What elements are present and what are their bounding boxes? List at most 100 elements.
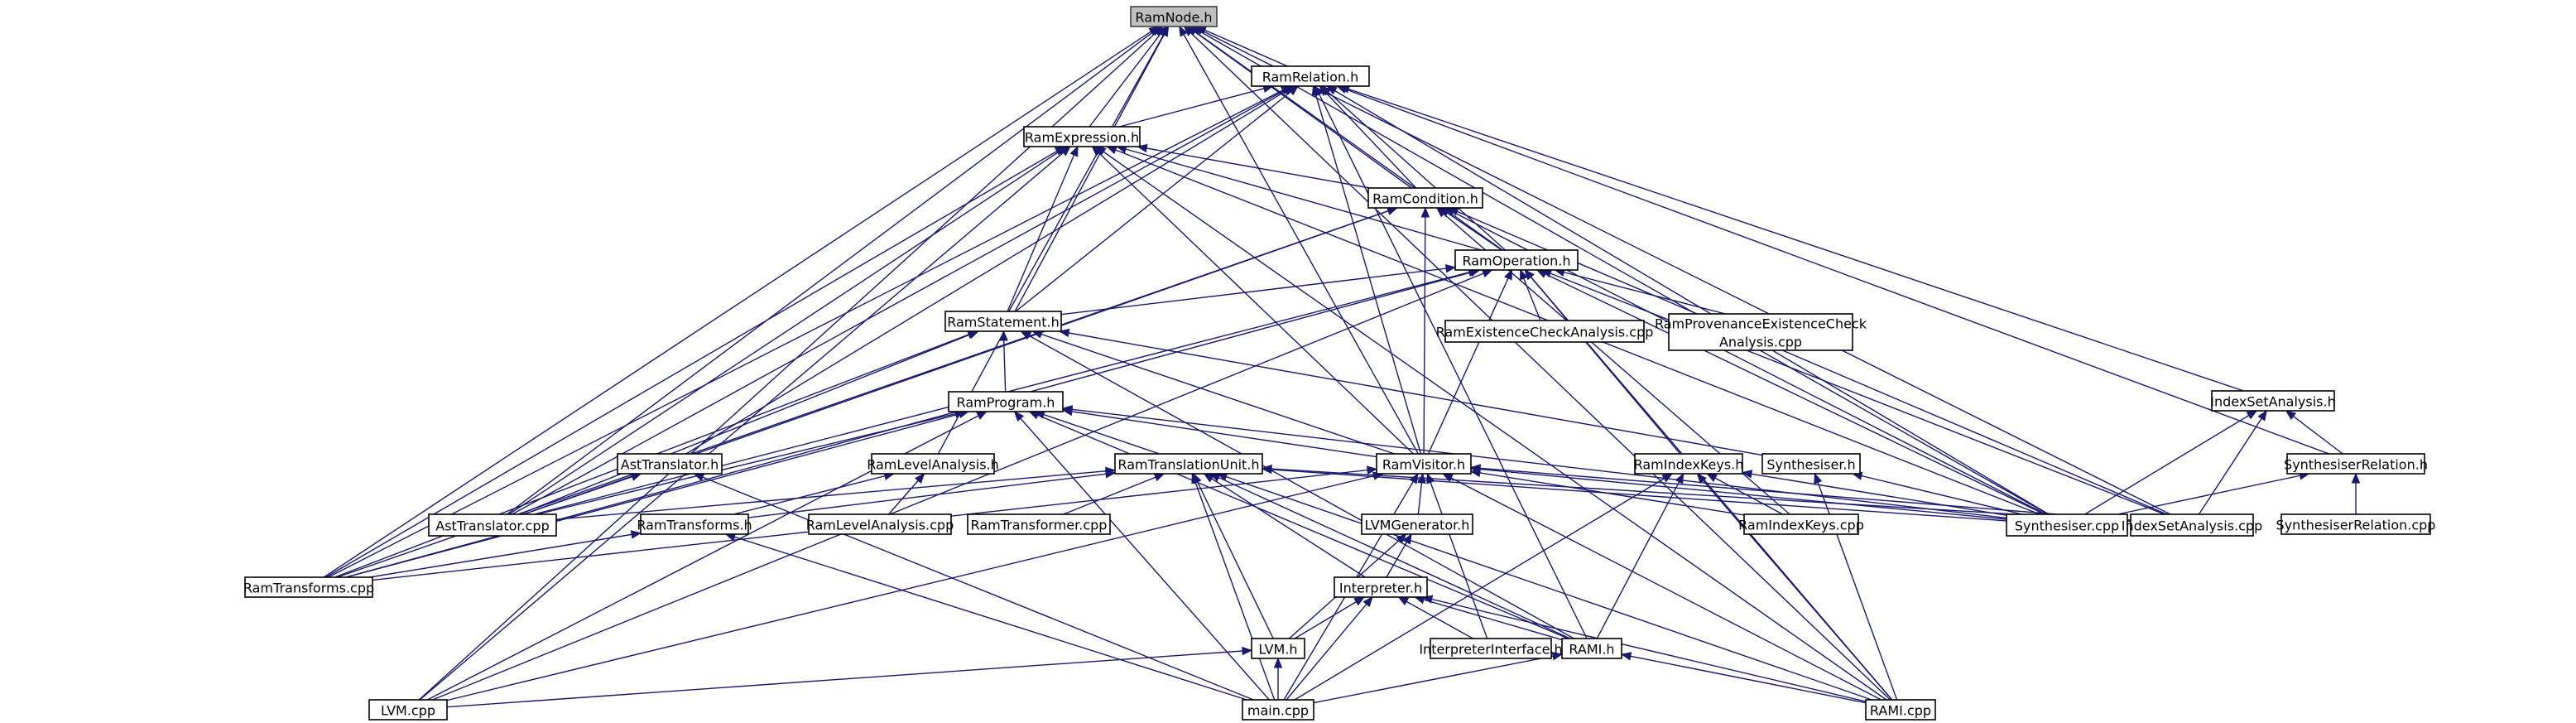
arrowhead-n31-to-n2: [1060, 146, 1071, 157]
edge-n31-to-n2: [419, 146, 1071, 701]
node-lvmgenerator-h[interactable]: LVMGenerator.h: [1361, 513, 1473, 535]
edge-n33-to-n13: [1442, 473, 1882, 701]
node-label-synthesiser-h: Synthesiser.h: [1766, 457, 1855, 473]
arrowhead-n32-to-n28: [1273, 657, 1283, 668]
edge-n30-to-n27: [1415, 596, 1563, 641]
node-box-ramtransforms-cpp: [244, 576, 373, 598]
node-box-synthesiser-cpp: [2006, 513, 2128, 537]
node-ramcondition-h[interactable]: RamCondition.h: [1367, 187, 1483, 209]
edge-n28-to-n12: [1193, 473, 1274, 639]
node-ramlevelanalysis-h[interactable]: RamLevelAnalysis.h: [867, 453, 999, 475]
node-box-synthesiserrelation-h: [2286, 453, 2425, 475]
node-ramlevelanalysis-cpp[interactable]: RamLevelAnalysis.cpp: [806, 513, 954, 535]
node-synthesiser-h[interactable]: Synthesiser.h: [1761, 453, 1861, 475]
node-ramtransforms-cpp[interactable]: RamTransforms.cpp: [243, 576, 374, 598]
node-indexsetanalysis-h[interactable]: IndexSetAnalysis.h: [2210, 390, 2336, 412]
node-label-ramcondition-h: RamCondition.h: [1372, 191, 1478, 207]
node-ramvisitor-h[interactable]: RamVisitor.h: [1376, 453, 1472, 475]
node-ramnode-h[interactable]: RamNode.h: [1130, 6, 1218, 27]
node-rami-h[interactable]: RAMI.h: [1561, 638, 1622, 659]
arrowhead-n13-to-n0: [1179, 25, 1188, 37]
arrowhead-n22-to-n3: [1435, 207, 1447, 218]
node-ramexpression-h[interactable]: RamExpression.h: [1023, 126, 1141, 147]
node-synthesiserrelation-h[interactable]: SynthesiserRelation.h: [2284, 453, 2428, 475]
node-ramindexkeys-h[interactable]: RamIndexKeys.h: [1634, 453, 1744, 475]
edge-n13-to-n4: [1427, 269, 1513, 455]
node-asttranslator-cpp[interactable]: AstTranslator.cpp: [428, 513, 557, 537]
arrowhead-n30-to-n14: [1675, 472, 1684, 484]
node-box-lvmgenerator-h: [1361, 513, 1473, 535]
node-interpreterinterface-h[interactable]: InterpreterInterface.h: [1419, 638, 1563, 659]
node-ramprovenanceexistencecheck[interactable]: RamProvenanceExistenceCheck: [1655, 313, 1867, 351]
edge-n24-to-n12: [1262, 467, 2131, 523]
node-lvm-cpp[interactable]: LVM.cpp: [368, 699, 448, 721]
node-indexsetanalysis-cpp[interactable]: IndexSetAnalysis.cpp: [2122, 513, 2262, 537]
node-label-ramrelation-h: RamRelation.h: [1262, 70, 1359, 85]
arrowhead-n13-to-n3: [1420, 206, 1430, 218]
edge-n23-to-n1: [1326, 85, 2050, 515]
node-main-cpp[interactable]: main.cpp: [1242, 699, 1314, 721]
edge-n16-to-n9: [2285, 410, 2343, 455]
edge-n13-to-n3: [1423, 207, 1426, 455]
edge-n4-to-n2: [1117, 146, 1482, 251]
edge-n9-to-n1: [1339, 85, 2244, 392]
node-ramprogram-h[interactable]: RamProgram.h: [948, 391, 1064, 412]
edge-n3-to-n2: [1137, 146, 1370, 189]
node-ramstatement-h[interactable]: RamStatement.h: [944, 311, 1062, 332]
edge-n29-to-n27: [1398, 596, 1473, 639]
node-asttranslator-h[interactable]: AstTranslator.h: [617, 453, 723, 475]
node-label-lvm-cpp: LVM.cpp: [381, 703, 435, 719]
node-ramrelation-h[interactable]: RamRelation.h: [1251, 65, 1370, 87]
node-label-ramoperation-h: RamOperation.h: [1462, 253, 1570, 269]
arrowhead-n32-to-n13: [1409, 472, 1419, 484]
arrowhead-n30-to-n1: [1314, 84, 1324, 97]
edge-n32-to-n10: [694, 473, 1254, 701]
file-nodes: RamNode.hRamRelation.hRamExpression.hRam…: [243, 6, 2436, 721]
node-box-ramtranslationunit-h: [1114, 453, 1263, 475]
edge-n31-to-n13: [446, 473, 1383, 701]
arrowhead-n16-to-n9: [2285, 410, 2297, 421]
node-ramindexkeys-cpp[interactable]: RamIndexKeys.cpp: [1738, 513, 1864, 535]
edge-n24-to-n13: [1470, 466, 2131, 521]
edge-n22-to-n14: [1707, 473, 1783, 515]
node-box-rami-cpp: [1865, 699, 1936, 721]
edge-n7-to-n1: [1015, 85, 1299, 312]
edge-n7-to-n0: [1008, 26, 1169, 312]
edge-n11-to-n0: [937, 26, 1170, 455]
node-box-main-cpp: [1242, 699, 1314, 721]
edge-n33-to-n14: [1696, 473, 1893, 701]
arrowhead-n33-to-n30: [1620, 652, 1632, 661]
arrowhead-n7-to-n2: [1069, 145, 1079, 157]
node-synthesiserrelation-cpp[interactable]: SynthesiserRelation.cpp: [2276, 513, 2436, 535]
node-label-ramprogram-h: RamProgram.h: [957, 395, 1055, 411]
arrowhead-n22-to-n14: [1706, 473, 1718, 483]
node-label-ramlevelanalysis-cpp: RamLevelAnalysis.cpp: [806, 518, 954, 533]
node-ramtransformer-cpp[interactable]: RamTransformer.cpp: [967, 513, 1111, 535]
node-box-ramindexkeys-h: [1634, 453, 1743, 475]
node-synthesiser-cpp[interactable]: Synthesiser.cpp: [2006, 513, 2128, 537]
node-label-ramvisitor-h: RamVisitor.h: [1382, 457, 1465, 473]
arrowhead-n33-to-n4: [1524, 268, 1535, 281]
node-label-indexsetanalysis-cpp: IndexSetAnalysis.cpp: [2122, 518, 2262, 534]
node-ramexistencecheckanalysis-cpp[interactable]: RamExistenceCheckAnalysis.cpp: [1436, 320, 1654, 343]
edge-n33-to-n0: [1184, 26, 1891, 701]
node-label-lvmgenerator-h: LVMGenerator.h: [1365, 518, 1470, 533]
edge-n3-to-n1: [1319, 85, 1417, 189]
arrowhead-n23-to-n2: [1106, 146, 1118, 155]
node-ramtransforms-h[interactable]: RamTransforms.h: [637, 513, 752, 535]
node-ramtranslationunit-h[interactable]: RamTranslationUnit.h: [1114, 453, 1263, 475]
edge-n33-to-n15: [1814, 473, 1898, 701]
node-box-rami-h: [1561, 638, 1622, 659]
edge-n8-to-n7: [1002, 330, 1007, 393]
node-analysis-cpp[interactable]: Analysis.cpp: [1719, 335, 1802, 350]
node-rami-cpp[interactable]: RAMI.cpp: [1865, 699, 1936, 721]
node-label-synthesiserrelation-cpp: SynthesiserRelation.cpp: [2276, 518, 2436, 533]
edge-n23-to-n4: [1536, 269, 2045, 515]
node-interpreter-h[interactable]: Interpreter.h: [1334, 576, 1428, 598]
arrowhead-n32-to-n30: [1551, 652, 1564, 661]
edge-n17-to-n0: [507, 26, 1161, 515]
node-lvm-h[interactable]: LVM.h: [1251, 638, 1305, 659]
node-label-rami-cpp: RAMI.cpp: [1870, 703, 1931, 719]
node-ramoperation-h[interactable]: RamOperation.h: [1454, 249, 1579, 271]
edge-n26-to-n2: [325, 146, 1065, 578]
